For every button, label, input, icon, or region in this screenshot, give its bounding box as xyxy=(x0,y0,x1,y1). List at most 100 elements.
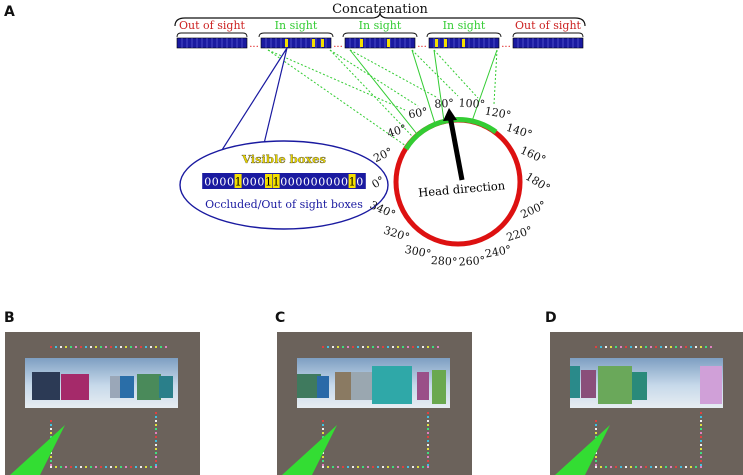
path-marker xyxy=(322,460,324,462)
panel-label-c: C xyxy=(275,310,285,326)
bit-value: 1 xyxy=(265,176,272,189)
scene-box xyxy=(598,366,632,404)
path-marker xyxy=(90,466,92,468)
path-marker xyxy=(155,432,157,434)
path-marker xyxy=(427,436,429,438)
bit-cell xyxy=(257,174,265,188)
segment-brace xyxy=(426,32,502,38)
bit-value: 0 xyxy=(257,176,264,189)
angle-label: 300° xyxy=(404,243,432,261)
arrow-head xyxy=(443,108,457,121)
path-marker xyxy=(115,346,117,348)
path-marker xyxy=(397,466,399,468)
path-marker xyxy=(322,420,324,422)
bit-cell xyxy=(333,174,341,188)
callout-mask xyxy=(236,148,332,150)
path-marker xyxy=(417,346,419,348)
path-marker xyxy=(155,436,157,438)
path-marker xyxy=(690,466,692,468)
path-marker xyxy=(65,346,67,348)
path-marker xyxy=(655,346,657,348)
path-marker xyxy=(322,466,324,468)
scene-box xyxy=(32,372,60,400)
path-marker xyxy=(322,424,324,426)
path-marker xyxy=(327,466,329,468)
bit-cell xyxy=(234,174,242,188)
path-marker xyxy=(50,436,52,438)
path-marker xyxy=(635,346,637,348)
path-marker xyxy=(427,440,429,442)
path-marker xyxy=(615,346,617,348)
path-marker xyxy=(610,466,612,468)
sight-line xyxy=(349,49,439,99)
path-marker xyxy=(695,466,697,468)
path-marker xyxy=(625,346,627,348)
bit-value: 0 xyxy=(318,176,325,189)
path-marker xyxy=(675,466,677,468)
bit-value: 0 xyxy=(204,176,211,189)
path-marker xyxy=(600,346,602,348)
path-marker xyxy=(145,346,147,348)
path-marker xyxy=(50,424,52,426)
path-marker xyxy=(665,466,667,468)
path-marker xyxy=(680,346,682,348)
bit-cell xyxy=(227,174,234,188)
path-marker xyxy=(100,466,102,468)
path-marker xyxy=(140,346,142,348)
path-marker xyxy=(150,466,152,468)
segment-label: Out of sight xyxy=(179,19,245,32)
path-marker xyxy=(155,424,157,426)
angle-label: 0° xyxy=(370,174,387,192)
scene-box xyxy=(632,372,647,400)
path-marker xyxy=(412,466,414,468)
segment-label: In sight xyxy=(443,19,486,32)
bit-cell xyxy=(287,174,295,188)
bit-cell xyxy=(211,174,219,188)
path-marker xyxy=(95,466,97,468)
path-marker xyxy=(337,346,339,348)
bit-value: 1 xyxy=(273,176,280,189)
path-marker xyxy=(372,466,374,468)
sight-line xyxy=(267,49,406,111)
path-marker xyxy=(595,460,597,462)
path-marker xyxy=(427,424,429,426)
path-marker xyxy=(110,466,112,468)
path-marker xyxy=(357,346,359,348)
ellipsis: ... xyxy=(249,39,259,50)
bit-cell xyxy=(272,174,280,188)
path-marker xyxy=(155,464,157,466)
path-marker xyxy=(120,346,122,348)
bit-value: 1 xyxy=(349,176,356,189)
angle-label: 280° xyxy=(430,254,457,269)
path-marker xyxy=(427,428,429,430)
scene-box xyxy=(570,366,580,398)
path-marker xyxy=(155,448,157,450)
path-marker xyxy=(382,466,384,468)
path-marker xyxy=(352,466,354,468)
path-marker xyxy=(342,466,344,468)
path-marker xyxy=(630,466,632,468)
sight-line xyxy=(267,49,453,179)
head-direction-arrow xyxy=(447,115,465,181)
path-marker xyxy=(700,452,702,454)
path-marker xyxy=(155,412,157,414)
bit-value: 0 xyxy=(326,176,333,189)
path-marker xyxy=(155,456,157,458)
path-marker xyxy=(322,428,324,430)
angle-label: 180° xyxy=(523,170,552,195)
path-marker xyxy=(645,346,647,348)
segment-brace xyxy=(176,32,248,38)
path-marker xyxy=(327,346,329,348)
path-marker xyxy=(160,346,162,348)
angle-label: 60° xyxy=(407,105,429,121)
path-marker xyxy=(595,346,597,348)
path-marker xyxy=(595,432,597,434)
path-marker xyxy=(605,346,607,348)
path-marker xyxy=(377,466,379,468)
path-marker xyxy=(437,346,439,348)
path-marker xyxy=(700,420,702,422)
scene-box xyxy=(317,376,329,398)
path-marker xyxy=(635,466,637,468)
head-direction-dial: Head direction 0°20°40°60°80°100°120°140… xyxy=(368,96,553,268)
path-marker xyxy=(332,466,334,468)
